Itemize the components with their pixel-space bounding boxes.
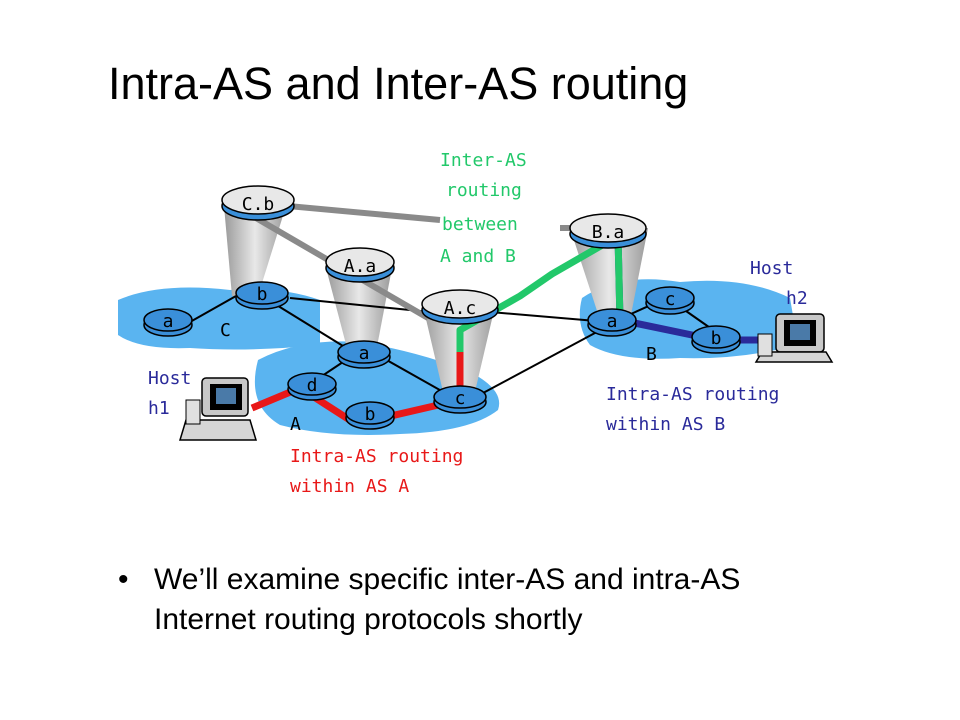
intra-a-annotation-line1: Intra-AS routing bbox=[290, 446, 463, 467]
router-bb[interactable]: b bbox=[691, 325, 741, 354]
host-h1-label-line2: h1 bbox=[148, 398, 170, 419]
router-ad-label: d bbox=[307, 375, 318, 396]
router-ca[interactable]: a bbox=[143, 308, 193, 337]
router-aa-a[interactable]: a bbox=[337, 340, 391, 369]
bullet-marker: • bbox=[118, 563, 129, 596]
link-cbb-ac bbox=[289, 297, 431, 313]
router-cbb[interactable]: b bbox=[235, 281, 289, 310]
router-b-a[interactable]: a bbox=[587, 308, 637, 337]
router-ba[interactable]: B.a bbox=[569, 213, 647, 249]
as-b-label: B bbox=[646, 344, 657, 365]
link-ca-cbb bbox=[189, 295, 237, 323]
router-aa-label: A.a bbox=[344, 256, 377, 277]
router-ab[interactable]: b bbox=[345, 401, 395, 430]
link-cb-ba bbox=[287, 203, 441, 223]
router-b-a-label: a bbox=[607, 311, 618, 332]
router-bb-label: b bbox=[711, 328, 722, 349]
inter-path-to-ba bbox=[614, 235, 624, 321]
inter-as-annotation-line2: routing bbox=[446, 180, 522, 201]
inter-as-annotation-line4: A and B bbox=[440, 246, 516, 267]
router-cb[interactable]: C.b bbox=[221, 185, 295, 221]
inter-path bbox=[456, 232, 620, 352]
as-c-label: C bbox=[220, 320, 231, 341]
router-cb-label: C.b bbox=[242, 194, 275, 215]
intra-a-annotation-line2: within AS A bbox=[290, 476, 409, 497]
router-bc-label: c bbox=[665, 289, 676, 310]
link-acc-ba bbox=[469, 325, 609, 401]
host-h2-label-line2: h2 bbox=[786, 288, 808, 309]
router-aa[interactable]: A.a bbox=[325, 247, 395, 283]
router-ac-c-label: c bbox=[455, 388, 466, 409]
router-ca-label: a bbox=[163, 311, 174, 332]
inter-as-annotation-line1: Inter-AS bbox=[440, 150, 527, 171]
host-h1-label-line1: Host bbox=[148, 368, 191, 389]
router-aa-a-label: a bbox=[359, 343, 370, 364]
router-ab-label: b bbox=[365, 404, 376, 425]
router-cbb-label: b bbox=[257, 284, 268, 305]
router-ad[interactable]: d bbox=[287, 372, 337, 401]
router-ba-label: B.a bbox=[592, 222, 625, 243]
intra-b-annotation-line2: within AS B bbox=[606, 414, 725, 435]
host-h2-computer-icon[interactable] bbox=[754, 313, 834, 363]
bullet-text: We’ll examine specific inter-AS and intr… bbox=[154, 563, 741, 636]
bullet-item: • We’ll examine specific inter-AS and in… bbox=[118, 560, 838, 640]
router-ac-c[interactable]: c bbox=[433, 385, 487, 414]
slide-title: Intra-AS and Inter-AS routing bbox=[108, 58, 689, 109]
host-h1-computer-icon[interactable] bbox=[178, 377, 258, 441]
router-bc[interactable]: c bbox=[645, 286, 695, 315]
host-h2-label-line1: Host bbox=[750, 258, 793, 279]
intra-b-annotation-line1: Intra-AS routing bbox=[606, 384, 779, 405]
router-ac-label: A.c bbox=[444, 298, 477, 319]
as-a-label: A bbox=[290, 414, 301, 435]
inter-as-annotation-line3: between bbox=[442, 214, 518, 235]
router-ac[interactable]: A.c bbox=[421, 289, 499, 325]
